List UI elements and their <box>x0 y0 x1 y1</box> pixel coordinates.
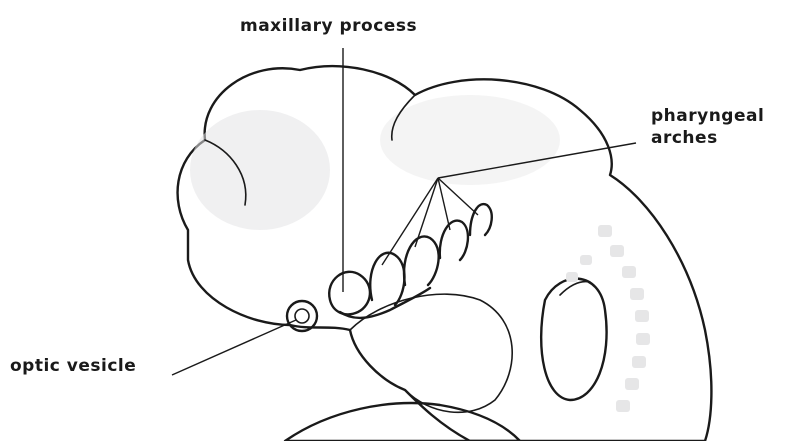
label-pharyngeal: pharyngeal <box>651 106 764 126</box>
arch-2 <box>370 253 404 305</box>
label-maxillary-process: maxillary process <box>240 16 417 36</box>
arch-4 <box>440 221 468 260</box>
tail-fold <box>285 403 520 441</box>
arch-1-maxillary <box>329 272 370 315</box>
somites <box>566 225 650 412</box>
label-arches: arches <box>651 128 718 148</box>
arch-5 <box>470 204 492 235</box>
optic-vesicle-leader <box>172 320 296 375</box>
midbrain-highlight <box>380 95 560 185</box>
limb-bud-crease <box>560 282 590 295</box>
heart-prominence <box>350 294 512 412</box>
forebrain-highlight <box>190 110 330 230</box>
label-optic-vesicle: optic vesicle <box>10 356 136 376</box>
arch-3 <box>404 236 439 285</box>
limb-bud <box>541 279 606 400</box>
